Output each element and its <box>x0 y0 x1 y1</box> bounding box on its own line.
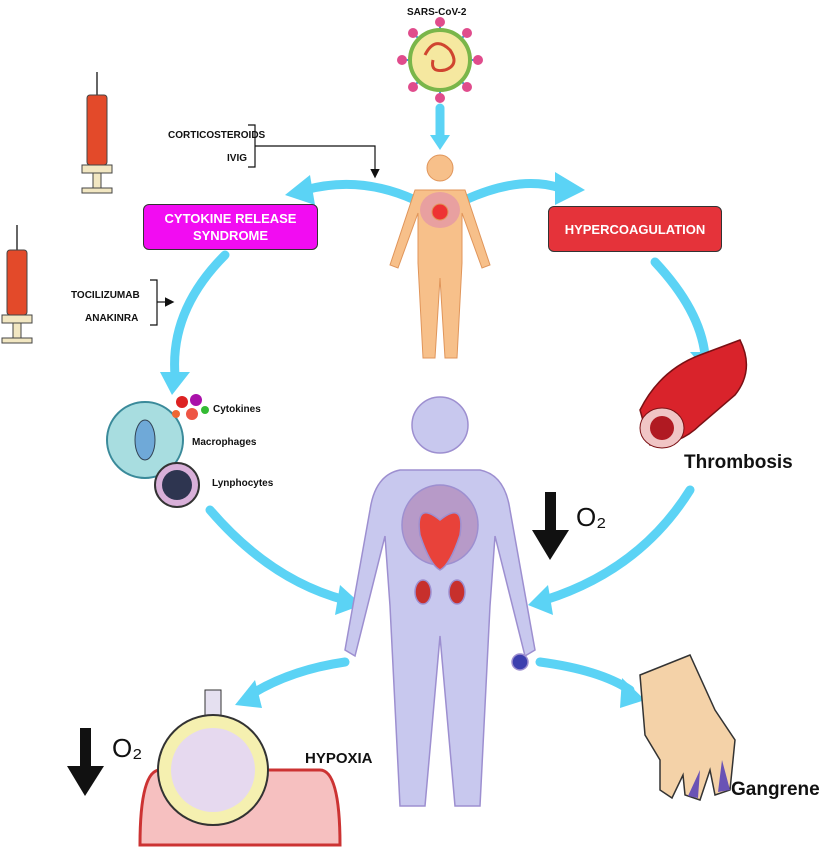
thrombosis-vessel-icon <box>639 339 748 449</box>
virus-label: SARS-CoV-2 <box>407 7 467 18</box>
gangrene-hand-icon <box>639 654 736 801</box>
virus-icon <box>397 17 483 103</box>
small-human-figure <box>389 154 491 359</box>
treatment-ivig: IVIG <box>227 153 248 164</box>
macrophages-label: Macrophages <box>192 437 257 448</box>
cytokine-release-syndrome-box: CYTOKINE RELEASE SYNDROME <box>143 204 318 250</box>
treatment-corticosteroids: CORTICOSTEROIDS <box>168 130 266 141</box>
oxygen-label-right: O₂ <box>576 502 607 532</box>
treatment-anakinra: ANAKINRA <box>85 313 139 324</box>
syringe-icon <box>81 72 113 194</box>
hypercoagulation-box: HYPERCOAGULATION <box>548 206 722 252</box>
treatment-brackets <box>150 124 380 326</box>
hypoxia-label: HYPOXIA <box>305 750 373 767</box>
treatment-tocilizumab: TOCILIZUMAB <box>71 290 140 301</box>
alveolus-illustration <box>138 689 342 847</box>
syringe-icon <box>1 225 33 344</box>
cytokines-label: Cytokines <box>213 404 261 415</box>
gangrene-label: Gangrene <box>731 779 820 800</box>
large-human-figure <box>344 396 536 807</box>
down-arrow-icon <box>67 492 569 796</box>
oxygen-label-left: O₂ <box>112 733 143 763</box>
cells-illustration <box>106 394 209 508</box>
lymphocytes-label: Lynphocytes <box>212 478 274 489</box>
thrombosis-label: Thrombosis <box>684 452 793 473</box>
